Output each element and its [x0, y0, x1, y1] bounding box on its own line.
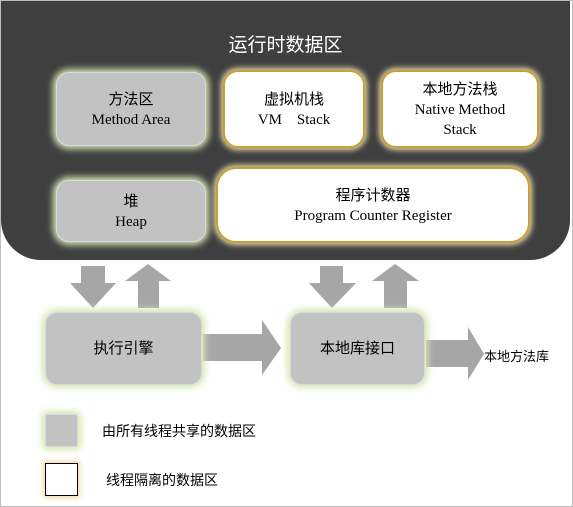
program-counter-cn-label: 程序计数器: [335, 185, 411, 204]
method-area-block: 方法区 Method Area: [56, 72, 206, 146]
execution-engine-block: 执行引擎: [45, 312, 202, 385]
vm-stack-block: 虚拟机栈 VM Stack: [223, 70, 365, 148]
heap-en-label: Heap: [115, 213, 147, 230]
legend-isolated-label: 线程隔离的数据区: [106, 473, 218, 489]
method-area-en-label: Method Area: [91, 111, 171, 128]
native-method-stack-en-label-1: Native Method: [414, 101, 506, 118]
vm-stack-cn-label: 虚拟机栈: [263, 89, 324, 108]
arrow-engine-to-native-interface: [203, 320, 281, 375]
method-area-cn-label: 方法区: [108, 89, 154, 108]
arrow-native-interface-to-library: [426, 327, 484, 380]
execution-engine-label: 执行引擎: [93, 339, 154, 357]
arrow-down-to-native-interface: [309, 266, 356, 308]
program-counter-register-block: 程序计数器 Program Counter Register: [216, 167, 530, 243]
heap-block: 堆 Heap: [56, 180, 206, 242]
heap-cn-label: 堆: [123, 191, 139, 210]
arrow-up-from-native-interface: [372, 264, 419, 308]
arrow-up-from-engine: [125, 264, 171, 308]
native-method-stack-cn-label: 本地方法栈: [422, 79, 498, 98]
legend-isolated-swatch: [45, 463, 78, 496]
native-interface-block: 本地库接口: [290, 312, 425, 385]
native-interface-label: 本地库接口: [319, 339, 395, 357]
legend-shared-label: 由所有线程共享的数据区: [102, 424, 256, 440]
runtime-data-area-title: 运行时数据区: [228, 34, 343, 56]
native-library-label: 本地方法库: [484, 350, 550, 365]
arrow-down-to-engine: [70, 266, 116, 308]
program-counter-en-label: Program Counter Register: [294, 207, 452, 224]
vm-stack-en-label: VM Stack: [257, 111, 331, 128]
native-method-stack-block: 本地方法栈 Native Method Stack: [381, 70, 539, 148]
legend-shared-swatch: [45, 414, 78, 447]
native-method-stack-en-label-2: Stack: [443, 121, 477, 138]
